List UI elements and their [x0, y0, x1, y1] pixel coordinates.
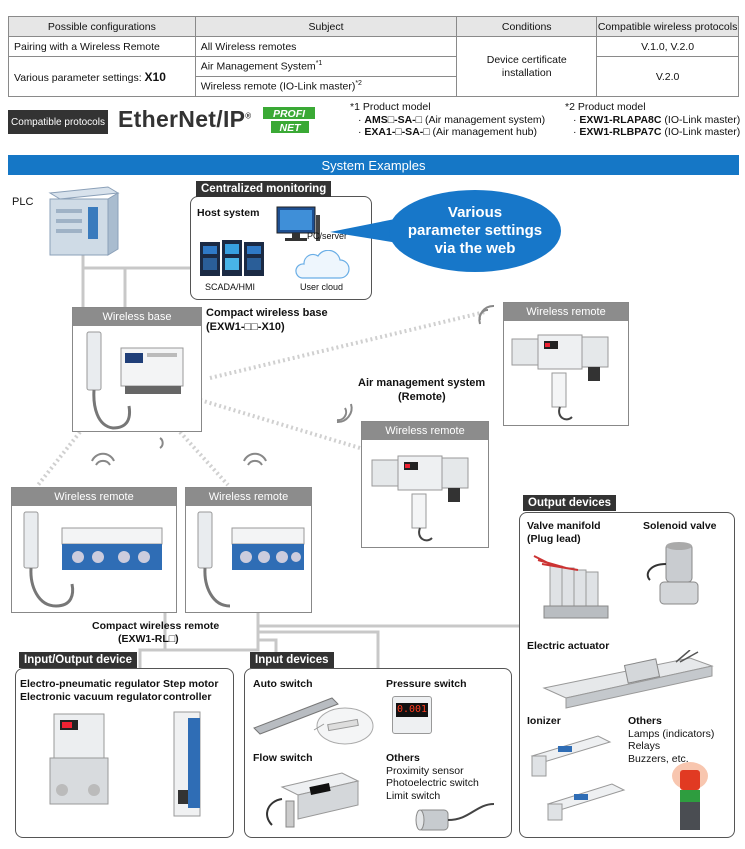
- compact-wireless-base-title: Compact wireless base: [206, 307, 328, 319]
- ionizer-image: [530, 735, 626, 821]
- svg-text:PROFI: PROFI: [273, 108, 306, 120]
- wireless-remote-panel-left: Wireless remote: [11, 487, 177, 613]
- io-device-title: Input/Output device: [19, 652, 137, 668]
- pc-server-icon: [276, 206, 320, 241]
- output-devices-title: Output devices: [523, 495, 617, 511]
- compact-wireless-base-model: (EXW1-□□-X10): [206, 321, 285, 333]
- ionizer-label: Ionizer: [527, 715, 561, 727]
- valve-manifold-image: [533, 555, 609, 619]
- cloud-icon: [295, 250, 350, 279]
- flow-switch-image: [266, 772, 360, 828]
- table-row: Wireless remote (IO-Link master)*2: [9, 76, 739, 97]
- table-header: Conditions: [456, 16, 598, 37]
- compact-wireless-remote-model: (EXW1-RL□): [118, 633, 179, 645]
- valve-manifold-label: Valve manifold (Plug lead): [527, 520, 601, 545]
- wireless-remote-panel-air-top: Wireless remote: [503, 302, 629, 426]
- table-cell: Various parameter settings: X10: [8, 56, 196, 97]
- input-devices-title: Input devices: [250, 652, 334, 668]
- wireless-remote-panel-right: Wireless remote: [185, 487, 312, 613]
- svg-text:NET: NET: [280, 122, 303, 134]
- wireless-remote-bar: Wireless remote: [504, 303, 628, 321]
- wireless-remote-bar: Wireless remote: [186, 488, 311, 506]
- plc-label: PLC: [12, 196, 34, 208]
- wireless-remote-panel-air-mid: Wireless remote: [361, 421, 489, 548]
- solenoid-valve-label: Solenoid valve: [643, 520, 717, 532]
- pressure-switch-display: 0.001: [396, 703, 428, 717]
- web-settings-bubble: Various parameter settings via the web: [389, 190, 561, 272]
- air-management-device-image: [511, 334, 609, 421]
- wireless-signal-icons: [91, 304, 495, 466]
- table-row: Various parameter settings: X10 Air Mana…: [8, 56, 739, 97]
- electric-actuator-image: [542, 650, 714, 709]
- table-row: Pairing with a Wireless Remote All Wirel…: [8, 36, 739, 97]
- compact-wireless-remote-device-image: [23, 511, 163, 608]
- note-1: *1 Product model · AMS□-SA-□ (Air manage…: [350, 101, 546, 138]
- compatible-protocols-badge: Compatible protocols: [8, 110, 108, 134]
- flow-switch-label: Flow switch: [253, 752, 313, 764]
- electro-pneumatic-regulator-image: [49, 713, 109, 805]
- table-header: Possible configurations: [8, 16, 196, 37]
- pressure-switch-label: Pressure switch: [386, 678, 467, 690]
- proximity-sensor-image: [415, 803, 495, 831]
- table-cell: V.2.0: [596, 56, 739, 97]
- wireless-base-device-image: [86, 331, 184, 430]
- signal-lamp-image: [672, 762, 708, 830]
- scada-hmi-icon: [200, 240, 264, 276]
- pc-server-label: PC/server: [307, 231, 348, 241]
- note-2: *2 Product model · EXW1-RLAPA8C (IO-Link…: [565, 101, 741, 138]
- auto-switch-image: [253, 697, 374, 745]
- user-cloud-label: User cloud: [300, 282, 344, 292]
- air-management-sub: (Remote): [398, 391, 446, 403]
- table-header-row: Possible configurations Subject Conditio…: [8, 16, 739, 37]
- table-header: Subject: [194, 16, 458, 37]
- wireless-remote-bar: Wireless remote: [12, 488, 176, 506]
- input-others: Others Proximity sensor Photoelectric sw…: [386, 752, 479, 802]
- plc-icon: [48, 186, 120, 256]
- air-management-device-image: [371, 455, 469, 542]
- compact-wireless-remote-title: Compact wireless remote: [92, 620, 220, 632]
- electric-actuator-label: Electric actuator: [527, 640, 610, 652]
- compact-wireless-remote-device-image: [197, 511, 305, 608]
- solenoid-valve-image: [646, 542, 699, 605]
- auto-switch-label: Auto switch: [253, 678, 313, 690]
- configuration-table: Possible configurations Subject Conditio…: [8, 16, 739, 97]
- regulator-labels: Electro-pneumatic regulator Electronic v…: [20, 678, 162, 703]
- output-others: Others Lamps (indicators) Relays Buzzers…: [628, 715, 715, 765]
- wireless-base-bar: Wireless base: [73, 308, 201, 326]
- step-motor-controller-image: [173, 711, 201, 817]
- host-system-label: Host system: [197, 207, 260, 219]
- pressure-switch-image: 0.001: [392, 696, 432, 734]
- scada-hmi-label: SCADA/HMI: [205, 282, 256, 292]
- ethernet-ip-logo: EtherNet/IP®: [118, 106, 252, 132]
- centralized-monitoring-title: Centralized monitoring: [196, 181, 332, 197]
- air-management-title: Air management system: [358, 377, 486, 389]
- table-cell-conditions: Device certificate installation: [456, 36, 598, 97]
- wireless-base-panel: Wireless base: [72, 307, 202, 432]
- table-cell: Wireless remote (IO-Link master)*2: [194, 76, 458, 97]
- wireless-remote-bar: Wireless remote: [362, 422, 488, 440]
- profinet-logo: PROFI NET: [263, 107, 315, 134]
- system-examples-banner: System Examples: [8, 155, 739, 175]
- step-motor-controller-label: Step motor controller: [163, 678, 219, 703]
